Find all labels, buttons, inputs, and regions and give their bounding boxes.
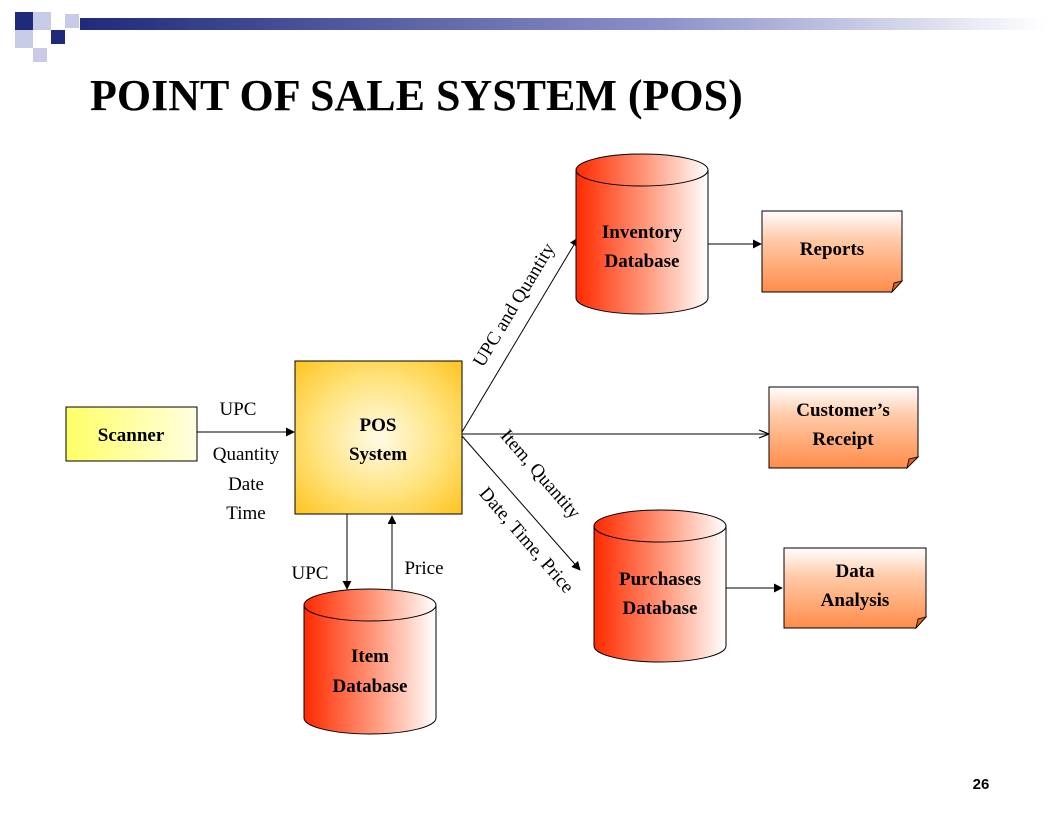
analysis-label-line1: Data [835, 561, 875, 582]
edge-label-upc-and-quantity: UPC and Quantity [469, 239, 560, 371]
inventory-db-label-line2: Database [605, 251, 680, 272]
item-database-node: Item Database [303, 588, 437, 735]
pos-label-line1: POS [360, 415, 397, 436]
purchases-db-label-line1: Purchases [619, 569, 701, 590]
inventory-db-label-line1: Inventory [602, 222, 683, 243]
page-title: POINT OF SALE SYSTEM (POS) [90, 71, 743, 120]
analysis-label-line2: Analysis [821, 590, 890, 611]
reports-node: Reports [761, 210, 904, 294]
inventory-database-node: Inventory Database [575, 153, 709, 315]
pos-to-purchases-arrow [461, 435, 581, 571]
data-analysis-node: Data Analysis [783, 547, 928, 630]
edge-label-upc-item: UPC [292, 563, 329, 584]
header-decoration [15, 12, 1046, 62]
reports-label: Reports [800, 239, 864, 260]
edge-label-price: Price [404, 558, 443, 579]
item-db-label-line1: Item [351, 646, 389, 667]
pos-label-line2: System [349, 444, 407, 465]
page-number: 26 [973, 776, 990, 793]
item-db-label-line2: Database [333, 676, 408, 697]
pos-to-inventory-arrow [461, 237, 579, 433]
pos-system-node: POS System [294, 360, 463, 515]
purchases-db-label-line2: Database [623, 598, 698, 619]
receipt-label-line1: Customer’s [796, 400, 890, 421]
scanner-node: Scanner [65, 406, 198, 462]
edge-label-upc-scanner: UPC [220, 399, 257, 420]
receipt-label-line2: Receipt [812, 429, 874, 450]
edge-label-quantity: Quantity [213, 444, 280, 465]
edge-label-date: Date [228, 474, 264, 495]
edge-label-time: Time [226, 503, 265, 524]
scanner-label: Scanner [98, 425, 165, 446]
purchases-database-node: Purchases Database [593, 509, 727, 663]
customers-receipt-node: Customer’s Receipt [768, 386, 920, 470]
